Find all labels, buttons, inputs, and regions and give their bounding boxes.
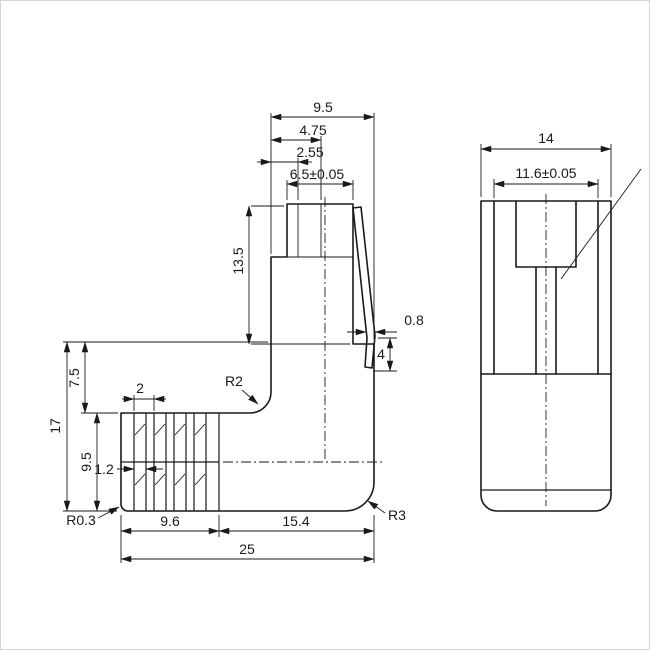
dim-text-boot-corner: R0.3 [66,512,96,528]
front-body-outline [480,200,612,512]
front-plug-width-lines [493,200,599,375]
dim-text-latch-thickness: 0.8 [404,312,424,328]
dim-text-front-plug-width: 11.6±0.05 [515,165,576,181]
dim-text-boot-length: 9.6 [160,513,180,529]
dim-text-latch-tip: 4 [377,346,385,362]
side-view: 9.5 4.75 2.55 6.5±0.05 13.5 17 7.5 9.5 2… [47,99,424,563]
leader-line [560,168,642,280]
dim-text-body-step: 7.5 [66,368,82,388]
front-extension-lines [480,144,612,198]
leader-outer-fillet [367,500,386,514]
dim-text-overall-width: 9.5 [313,99,333,115]
rib-hatch-marks [134,423,206,486]
dim-text-boot-height: 9.5 [78,452,94,472]
front-view-dimensions: 14 11.6±0.05 [480,130,612,198]
side-view-dimensions: 9.5 4.75 2.55 6.5±0.05 13.5 17 7.5 9.5 2… [47,99,424,563]
latch-outline [352,206,376,369]
dim-text-outer-fillet: R3 [388,507,406,523]
front-view-geometry [480,168,642,512]
dim-text-tip-setback: 2.55 [296,144,323,160]
dim-text-rib-pitch: 2 [136,380,144,396]
dim-text-inner-fillet: R2 [225,373,243,389]
leader-boot-corner [97,506,120,519]
tip-contact-lines [287,204,353,258]
dim-text-plug-length: 13.5 [230,247,246,274]
side-view-geometry [120,197,383,512]
dim-text-rib-width: 1.2 [94,461,114,477]
dim-text-front-overall-width: 14 [538,130,554,146]
dim-text-overall-length: 25 [239,541,255,557]
connector-body-outline [120,203,375,512]
leader-inner-fillet [241,389,259,405]
dim-text-overall-height: 17 [47,418,63,434]
front-latch-stem [535,266,557,375]
dim-text-body-length: 15.4 [282,513,309,529]
extension-lines [63,113,397,563]
dim-text-tip-width: 6.5±0.05 [290,166,345,182]
dim-text-contact-offset: 4.75 [299,122,326,138]
front-view: 14 11.6±0.05 [480,130,642,512]
